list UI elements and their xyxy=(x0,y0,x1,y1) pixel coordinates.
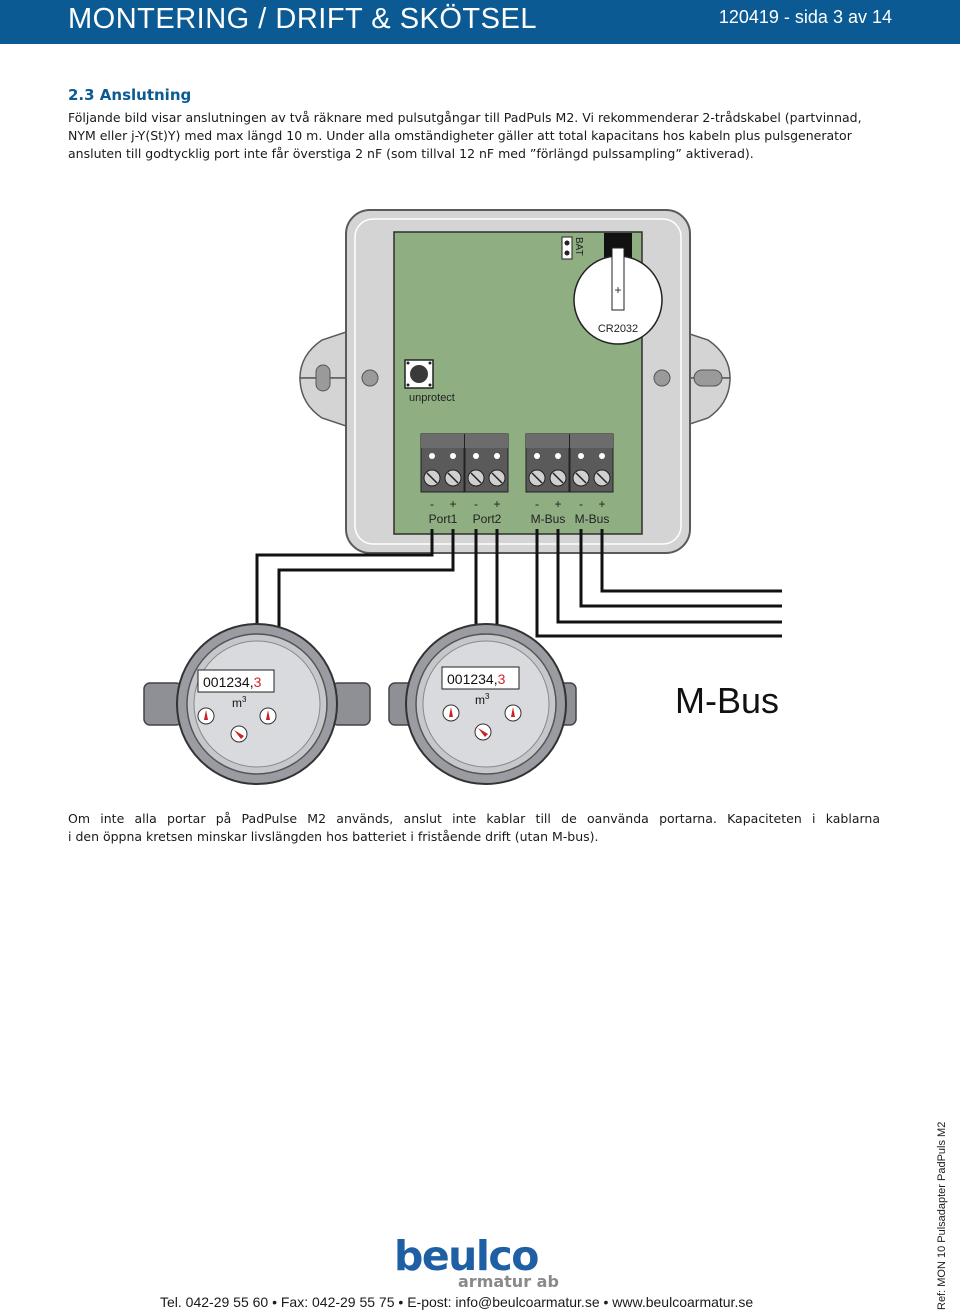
header-page-number: 120419 - sida 3 av 14 xyxy=(718,7,892,27)
mbus-port-label: M-Bus xyxy=(531,512,566,526)
meter-1-reading-decimal: 3 xyxy=(254,674,262,690)
polarity-label: + xyxy=(554,497,561,511)
meter-2-reading-main: 001234, xyxy=(447,671,498,687)
terminal-block-mbus-2 xyxy=(569,433,614,493)
meter-1-reading: 001234,3 xyxy=(203,674,262,690)
polarity-label: - xyxy=(430,497,434,511)
logo-sub-text: armatur ab xyxy=(458,1272,559,1291)
intro-line: ansluten till godtycklig port inte får ö… xyxy=(68,146,754,161)
mbus-label: M-Bus xyxy=(675,680,779,721)
water-meter-1 xyxy=(143,623,371,785)
note-line: Om inte alla portar på PadPulse M2 använ… xyxy=(68,811,880,826)
polarity-label: - xyxy=(474,497,478,511)
cables xyxy=(255,529,782,664)
water-meter-2 xyxy=(388,623,577,785)
port1-label: Port1 xyxy=(429,512,458,526)
page-header: MONTERING / DRIFT & SKÖTSEL 120419 - sid… xyxy=(0,0,960,44)
header-title: MONTERING / DRIFT & SKÖTSEL xyxy=(68,3,537,35)
terminal-block-port1 xyxy=(420,433,465,493)
meter-1-unit: m3 xyxy=(232,695,247,710)
meter-1-reading-main: 001234, xyxy=(203,674,254,690)
polarity-label: + xyxy=(449,497,456,511)
mbus-port-label: M-Bus xyxy=(575,512,610,526)
unprotect-label: unprotect xyxy=(409,392,455,404)
meter-2-unit: m3 xyxy=(475,692,490,707)
battery-type: CR2032 xyxy=(598,323,638,335)
intro-line: Följande bild visar anslutningen av två … xyxy=(68,110,862,125)
battery-jumper xyxy=(561,236,573,260)
section-title: 2.3 Anslutning xyxy=(68,86,192,104)
polarity-label: + xyxy=(598,497,605,511)
document-reference: Ref: MON 10 Pulsadapter PadPuls M2 xyxy=(936,1121,948,1310)
polarity-label: - xyxy=(535,497,539,511)
contact-line: Tel. 042-29 55 60 • Fax: 042-29 55 75 • … xyxy=(160,1294,754,1310)
terminal-blocks xyxy=(420,433,614,493)
note-line: i den öppna kretsen minskar livslängden … xyxy=(68,829,599,844)
logo-main-text: beulco xyxy=(394,1232,538,1280)
intro-paragraph: Följande bild visar anslutningen av två … xyxy=(68,109,898,163)
terminal-block-mbus-1 xyxy=(525,433,570,493)
battery-icon xyxy=(573,233,663,345)
battery-plus: + xyxy=(614,283,621,297)
terminal-block-port2 xyxy=(464,433,509,493)
port2-label: Port2 xyxy=(473,512,502,526)
note-paragraph: Om inte alla portar på PadPulse M2 använ… xyxy=(68,810,880,846)
wiring-diagram: BAT + CR2032 unprotect xyxy=(143,209,782,785)
polarity-label: + xyxy=(493,497,500,511)
beulco-logo: beulco armatur ab xyxy=(394,1232,559,1291)
intro-line: NYM eller j-Y(St)Y) med max längd 10 m. … xyxy=(68,128,852,143)
meter-2-reading: 001234,3 xyxy=(447,671,506,687)
meter-2-reading-decimal: 3 xyxy=(498,671,506,687)
battery-label: BAT xyxy=(573,237,584,256)
unprotect-button xyxy=(404,359,434,389)
polarity-label: - xyxy=(579,497,583,511)
